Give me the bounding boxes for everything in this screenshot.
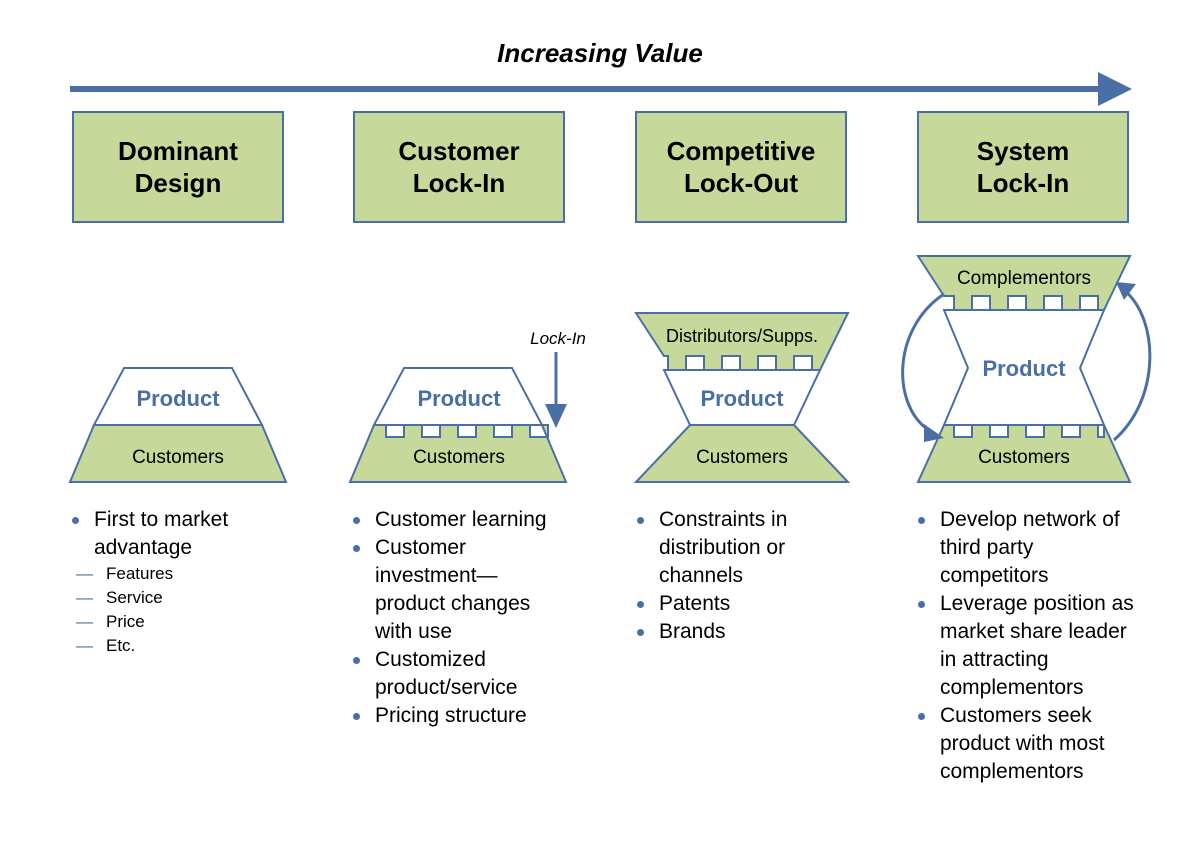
customers-region (633, 424, 851, 483)
bullet-item: Develop network of third party competito… (916, 506, 1136, 590)
column-competitive-lock-out-bullets: Constraints in distribution or channels … (635, 506, 835, 646)
product-label: Product (417, 386, 501, 411)
stage-line1: Competitive (666, 136, 816, 166)
bullet-item: Leverage position as market share leader… (916, 590, 1136, 702)
stage-line2: Lock-In (976, 168, 1070, 198)
sub-item: Etc. (70, 634, 290, 658)
sub-item: Price (70, 610, 290, 634)
dominant-design-diagram: Product Customers (68, 367, 288, 483)
stage-line1: Dominant (118, 136, 238, 166)
product-label: Product (136, 386, 220, 411)
customers-label: Customers (696, 447, 788, 468)
customers-label: Customers (978, 447, 1070, 468)
stage-line2: Lock-In (412, 168, 506, 198)
diagram-title: Increasing Value (497, 38, 703, 68)
customers-region (348, 424, 568, 483)
complementors-label: Complementors (957, 268, 1091, 289)
customers-label: Customers (132, 447, 224, 468)
sub-list: Features Service Price Etc. (70, 562, 290, 658)
stage-line1: System (976, 136, 1070, 166)
bullet-item: Constraints in distribution or channels (635, 506, 835, 590)
sub-item: Service (70, 586, 290, 610)
competitive-lock-out-diagram: Distributors/Supps. Product Customers (633, 312, 851, 483)
customers-label: Customers (413, 447, 505, 468)
bullet-item: First to market advantage (70, 506, 290, 562)
product-label: Product (700, 386, 784, 411)
customers-region (916, 424, 1132, 483)
bullet-item: Customers seek product with most complem… (916, 702, 1136, 786)
bullet-item: Brands (635, 618, 835, 646)
distributors-label: Distributors/Supps. (666, 326, 818, 346)
column-system-lock-in-bullets: Develop network of third party competito… (916, 506, 1136, 786)
increasing-value-arrow (70, 72, 1132, 106)
cycle-arrow-right (1113, 288, 1152, 442)
customers-region (68, 424, 288, 483)
bullet-item: Patents (635, 590, 835, 618)
column-dominant-design-bullets: First to market advantage Features Servi… (70, 506, 290, 658)
stage-line2: Design (134, 168, 222, 198)
lock-in-label: Lock-In (530, 329, 586, 348)
bullet-item: Pricing structure (351, 702, 566, 730)
bullet-item: Customized product/service (351, 646, 566, 702)
stage-line2: Lock-Out (683, 168, 799, 198)
sub-item: Features (70, 562, 290, 586)
bullet-item: Customer learning (351, 506, 566, 534)
bullet-item: Customer investment—product changes with… (351, 534, 566, 646)
system-lock-in-diagram: Complementors Product Customers (901, 255, 1152, 483)
customer-lock-in-diagram: Product Customers Lock-In (348, 329, 586, 483)
stage-line1: Customer (398, 136, 520, 166)
column-customer-lock-in-bullets: Customer learning Customer investment—pr… (351, 506, 566, 730)
product-label: Product (982, 356, 1066, 381)
cycle-arrow-left (901, 292, 945, 434)
